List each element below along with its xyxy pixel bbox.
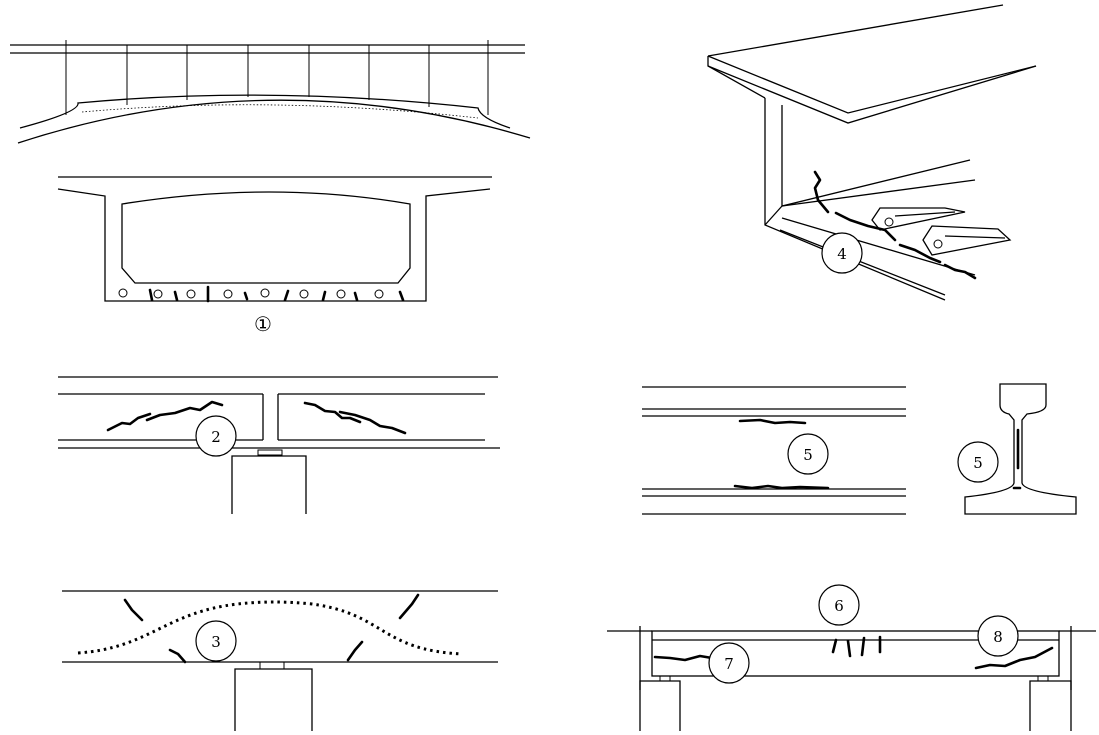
t-beam-perspective: 4 bbox=[707, 4, 1037, 301]
marker-3: 3 bbox=[195, 620, 237, 662]
bottom-slab-cracks bbox=[148, 285, 405, 303]
box-inner-cell bbox=[121, 191, 411, 284]
box-girder-section: ① bbox=[57, 176, 492, 336]
anchor-block-2 bbox=[922, 225, 1012, 256]
marker-5b: 5 bbox=[957, 441, 999, 483]
marker-1: ① bbox=[254, 312, 272, 336]
arch-rib-lower bbox=[17, 99, 531, 144]
marker-label-2: 2 bbox=[211, 428, 221, 446]
marker-label-7: 7 bbox=[724, 655, 734, 673]
left-bearing bbox=[659, 675, 671, 682]
tendon-holes bbox=[118, 288, 384, 299]
marker-label-4: 4 bbox=[837, 245, 847, 263]
i-girder-section: 5 bbox=[957, 383, 1077, 515]
marker-label-5b: 5 bbox=[973, 454, 983, 472]
shear-cracks bbox=[123, 593, 420, 664]
tendon-profile-dotted bbox=[77, 600, 463, 656]
marker-4: 4 bbox=[821, 232, 863, 274]
marker-label-8: 8 bbox=[993, 628, 1003, 646]
pier-column bbox=[234, 668, 313, 731]
marker-2: 2 bbox=[195, 415, 237, 457]
marker-7: 7 bbox=[708, 642, 750, 684]
right-end-crack bbox=[974, 646, 1054, 670]
right-bearing bbox=[1037, 675, 1049, 682]
marker-label-6: 6 bbox=[834, 597, 844, 615]
midspan-cracks bbox=[831, 635, 882, 658]
marker-label-1: ① bbox=[254, 312, 272, 336]
i-girder-elevation: 5 bbox=[642, 386, 906, 515]
arch-hangers bbox=[65, 40, 489, 115]
marker-label-5a: 5 bbox=[803, 446, 813, 464]
marker-8: 8 bbox=[977, 615, 1019, 657]
arch-bridge-elevation bbox=[10, 40, 531, 144]
marker-label-3: 3 bbox=[211, 633, 221, 651]
web-shear-cracks bbox=[106, 400, 407, 435]
marker-5a: 5 bbox=[787, 433, 829, 475]
anchor-zone-cracks bbox=[813, 170, 977, 280]
arch-rib-upper bbox=[19, 94, 511, 129]
i-section-outline bbox=[964, 383, 1077, 515]
simple-beam-elevation: 6 7 8 bbox=[607, 584, 1096, 731]
beam-outline bbox=[651, 630, 1060, 677]
pier-column bbox=[231, 455, 307, 514]
bearing-pad bbox=[257, 449, 283, 456]
girder-ends-over-pier: 2 bbox=[58, 376, 500, 514]
left-end-crack bbox=[653, 654, 714, 662]
marker-6: 6 bbox=[818, 584, 860, 626]
bearing-pad bbox=[259, 661, 285, 670]
continuous-girder-over-pier: 3 bbox=[62, 590, 498, 731]
